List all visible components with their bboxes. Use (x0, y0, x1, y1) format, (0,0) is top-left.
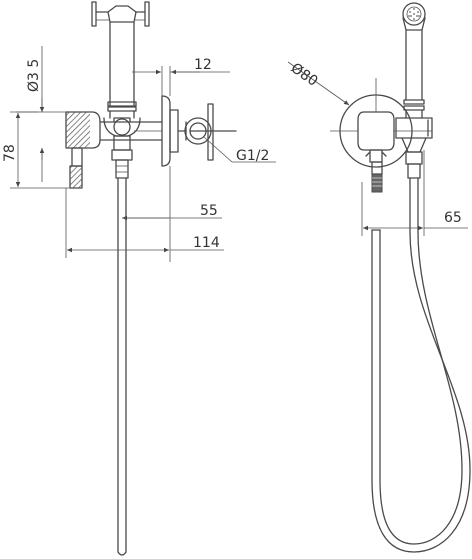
dim-w114-label: 114 (193, 235, 220, 251)
dim-d80: Ø80 (288, 60, 350, 106)
shower-head-side (91, 1, 150, 27)
wall-flange-front (330, 78, 432, 168)
dim-h78: 78 (2, 111, 70, 189)
hose-connector-side (111, 135, 133, 191)
dim-g12-label: G1/2 (236, 148, 269, 164)
lever-front (365, 149, 387, 193)
front-view: Ø80 65 (288, 2, 471, 553)
thread-connector-side (184, 103, 237, 161)
dim-w12-label: 12 (194, 57, 212, 73)
hose-connector-front (405, 151, 423, 233)
wall-flange-side (161, 95, 187, 167)
dim-w55-label: 55 (200, 203, 218, 219)
dim-h78-label: 78 (2, 144, 18, 162)
dim-w12: 12 (132, 57, 230, 96)
valve-body-side (65, 111, 163, 189)
holder-front (395, 117, 433, 153)
shower-head-front (402, 2, 426, 31)
dim-d35-label: Ø3 5 (26, 59, 42, 92)
holder-clip-side (103, 117, 141, 137)
handle-shaft-side (107, 21, 137, 119)
dim-w65: 65 (361, 150, 468, 236)
side-view: Ø3 5 78 12 G1/2 (2, 1, 276, 556)
dim-w114: 114 (65, 188, 224, 258)
dim-g12: G1/2 (203, 136, 276, 164)
dim-w55: 55 (122, 166, 222, 262)
handle-front (403, 29, 425, 119)
hose-loop-front (371, 229, 471, 553)
dim-d35: Ø3 5 (16, 46, 66, 182)
dim-d80-label: Ø80 (288, 60, 321, 90)
dim-w65-label: 65 (444, 210, 462, 226)
hose-side (117, 189, 127, 556)
